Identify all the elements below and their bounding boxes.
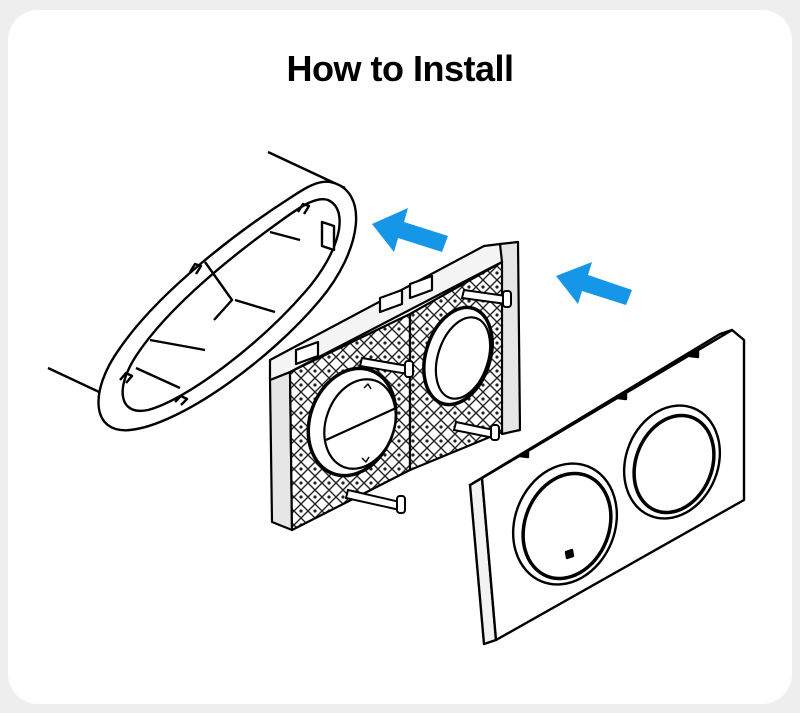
arrow-left-icon — [372, 208, 448, 252]
screw — [452, 420, 500, 441]
cover-plate — [468, 328, 746, 646]
switch-mechanism — [268, 240, 522, 532]
arrow-left-icon — [556, 262, 632, 305]
screw — [460, 288, 512, 308]
screw — [358, 356, 414, 378]
screw — [344, 488, 406, 514]
page-title: How to Install — [286, 48, 515, 89]
wall-box — [47, 150, 358, 432]
